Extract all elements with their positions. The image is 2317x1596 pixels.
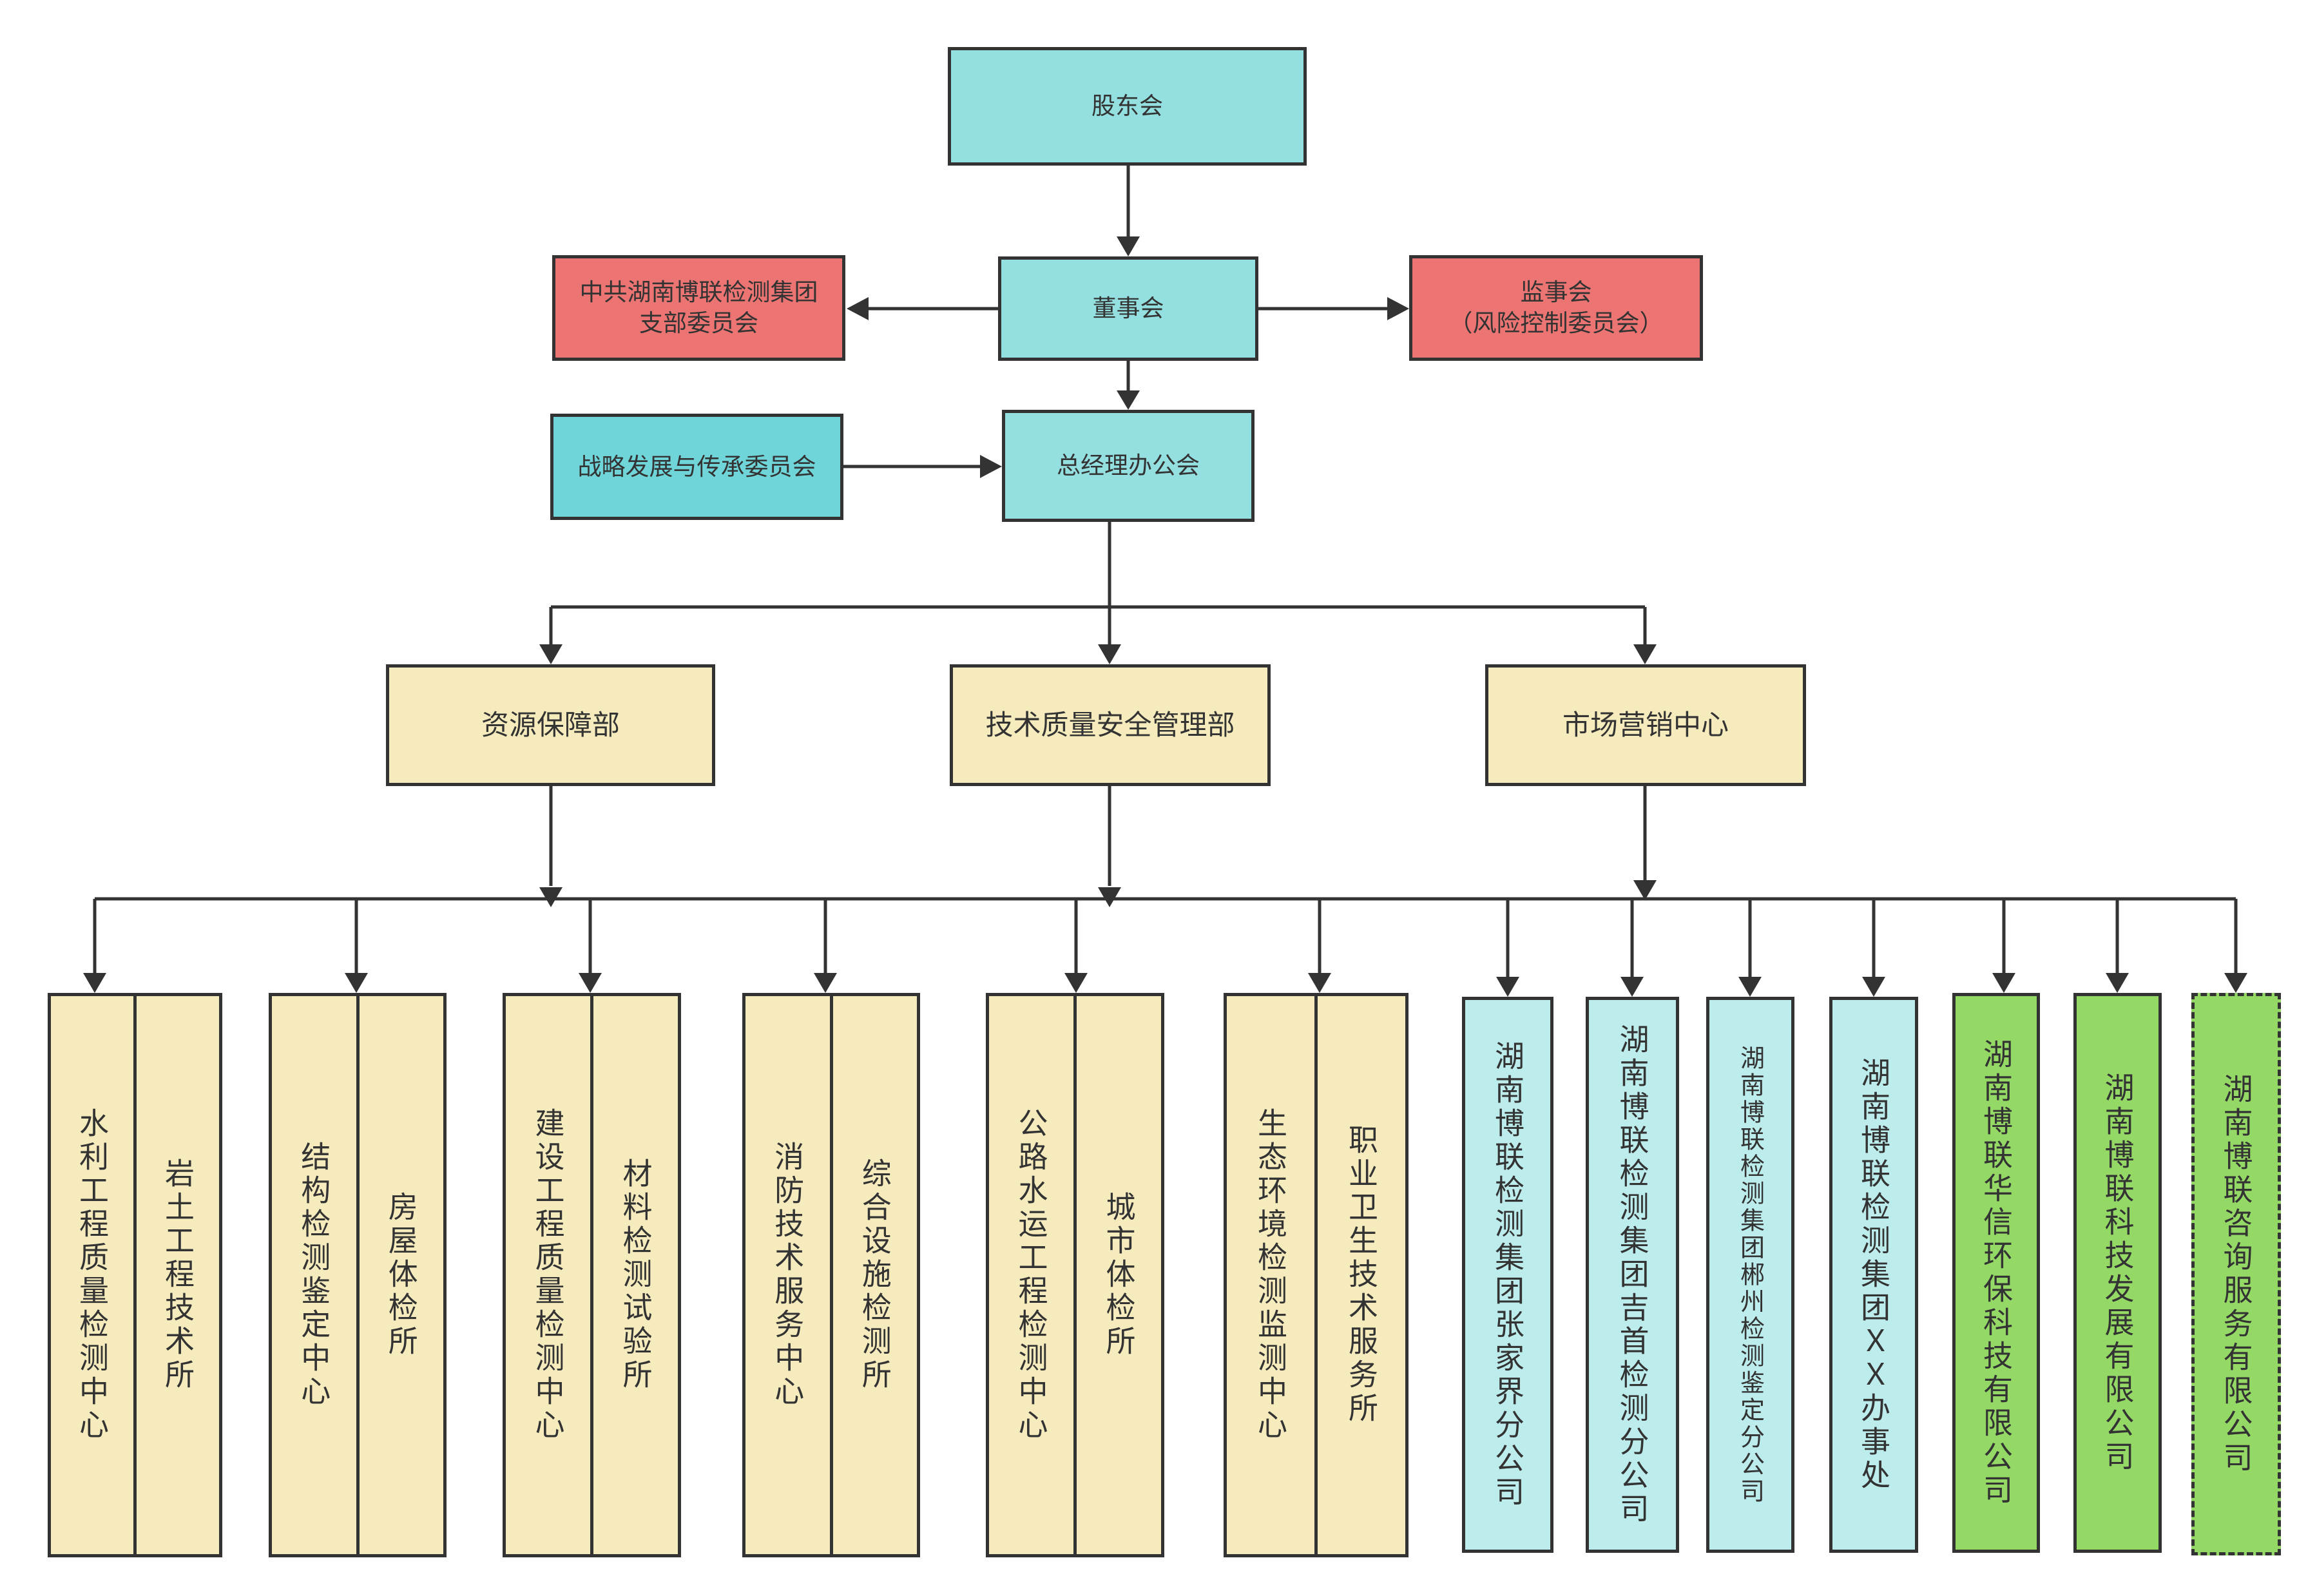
node-label: 房屋体检所 [383, 1191, 419, 1359]
center-half: 职业卫生技术服务所 [1314, 996, 1405, 1554]
center-half: 岩土工程技术所 [133, 996, 219, 1554]
center-half: 生态环境检测监测中心 [1227, 996, 1314, 1554]
node-center-pair[interactable]: 消防技术服务中心 综合设施检测所 [742, 993, 920, 1557]
node-label: 综合设施检测所 [857, 1158, 892, 1392]
node-label: 城市体检所 [1101, 1191, 1137, 1359]
node-dept-resources[interactable]: 资源保障部 [386, 664, 715, 786]
node-label: 材料检测试验所 [618, 1158, 653, 1392]
node-label: 岩土工程技术所 [160, 1158, 195, 1392]
node-dept-quality[interactable]: 技术质量安全管理部 [950, 664, 1271, 786]
node-gm-office[interactable]: 总经理办公会 [1002, 410, 1255, 522]
node-label: 技术质量安全管理部 [985, 709, 1235, 742]
node-center-pair[interactable]: 生态环境检测监测中心 职业卫生技术服务所 [1224, 993, 1408, 1557]
node-branch[interactable]: 湖南博联检测集团张家界分公司 [1462, 997, 1553, 1553]
node-label: 水利工程质量检测中心 [75, 1108, 110, 1443]
center-half: 材料检测试验所 [590, 996, 678, 1554]
node-label: 生态环境检测监测中心 [1253, 1108, 1288, 1443]
node-center-pair[interactable]: 建设工程质量检测中心 材料检测试验所 [503, 993, 681, 1557]
node-label: 湖南博联检测集团张家界分公司 [1490, 1040, 1525, 1510]
node-center-pair[interactable]: 公路水运工程检测中心 城市体检所 [986, 993, 1164, 1557]
node-label: 监事会 （风险控制委员会） [1448, 278, 1664, 337]
node-shareholders[interactable]: 股东会 [948, 47, 1307, 166]
node-board[interactable]: 董事会 [998, 256, 1258, 361]
node-label: 湖南博联检测集团郴州检测鉴定分公司 [1736, 1044, 1765, 1505]
node-label: 湖南博联华信环保科技有限公司 [1979, 1038, 2014, 1508]
node-label: 湖南博联科技发展有限公司 [2100, 1072, 2135, 1474]
node-strategy-committee[interactable]: 战略发展与传承委员会 [550, 414, 843, 520]
node-party-committee[interactable]: 中共湖南博联检测集团 支部委员会 [552, 255, 845, 361]
node-supervisors[interactable]: 监事会 （风险控制委员会） [1409, 255, 1703, 361]
node-label: 战略发展与传承委员会 [577, 452, 816, 481]
node-label: 职业卫生技术服务所 [1344, 1124, 1379, 1426]
node-label: 中共湖南博联检测集团 支部委员会 [579, 278, 818, 337]
node-label: 市场营销中心 [1562, 709, 1729, 742]
node-branch[interactable]: 湖南博联检测集团吉首检测分公司 [1586, 997, 1679, 1553]
center-half: 消防技术服务中心 [745, 996, 830, 1554]
node-label: 股东会 [1091, 92, 1163, 120]
node-branch[interactable]: 湖南博联检测集团郴州检测鉴定分公司 [1706, 997, 1794, 1553]
node-label: 董事会 [1092, 294, 1164, 322]
center-half: 公路水运工程检测中心 [989, 996, 1073, 1554]
center-half: 水利工程质量检测中心 [51, 996, 133, 1554]
node-label: 资源保障部 [481, 709, 620, 742]
node-label: 总经理办公会 [1057, 452, 1200, 479]
center-half: 结构检测鉴定中心 [272, 996, 356, 1554]
center-half: 建设工程质量检测中心 [506, 996, 590, 1554]
center-half: 城市体检所 [1073, 996, 1161, 1554]
node-label: 建设工程质量检测中心 [530, 1108, 566, 1443]
node-label: 结构检测鉴定中心 [296, 1141, 332, 1409]
node-dept-marketing[interactable]: 市场营销中心 [1485, 664, 1806, 786]
center-half: 房屋体检所 [356, 996, 444, 1554]
node-center-pair[interactable]: 水利工程质量检测中心 岩土工程技术所 [48, 993, 222, 1557]
node-label: 公路水运工程检测中心 [1014, 1108, 1049, 1443]
node-label: 消防技术服务中心 [770, 1141, 805, 1409]
center-half: 综合设施检测所 [829, 996, 918, 1554]
node-branch[interactable]: 湖南博联检测集团ＸＸ办事处 [1829, 997, 1918, 1553]
node-label: 湖南博联检测集团吉首检测分公司 [1615, 1023, 1650, 1526]
node-subsidiary[interactable]: 湖南博联科技发展有限公司 [2073, 993, 2162, 1553]
node-subsidiary-planned[interactable]: 湖南博联咨询服务有限公司 [2191, 993, 2281, 1555]
node-subsidiary[interactable]: 湖南博联华信环保科技有限公司 [1952, 993, 2040, 1553]
node-label: 湖南博联检测集团ＸＸ办事处 [1856, 1057, 1891, 1493]
node-center-pair[interactable]: 结构检测鉴定中心 房屋体检所 [269, 993, 447, 1557]
node-label: 湖南博联咨询服务有限公司 [2218, 1073, 2254, 1476]
